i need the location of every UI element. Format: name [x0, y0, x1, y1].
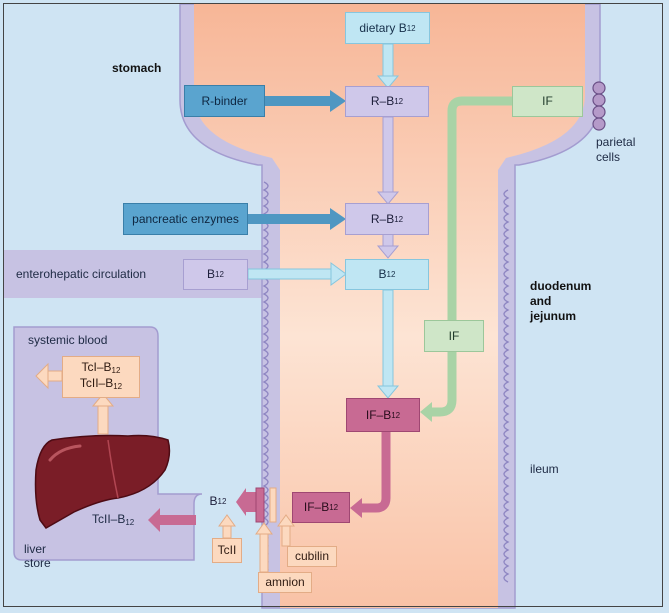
- arrow-b12-enterohepatic: [247, 262, 347, 286]
- cubilin-box: cubilin: [287, 546, 337, 567]
- tcii-text: TcII: [217, 543, 237, 557]
- arrow-if-head: [420, 402, 432, 422]
- dietary-b12-sub: 12: [406, 23, 416, 33]
- arrow-to-systemic: [35, 362, 63, 390]
- tc-complex-box: TcI–B12 TcII–B12: [62, 356, 140, 398]
- duodenum-label: duodenum: [530, 279, 592, 293]
- store-label: store: [24, 556, 51, 570]
- and-label: and: [530, 294, 552, 308]
- tcii-b12-out-label: TcII–B12: [92, 512, 134, 527]
- b12-center-text: B: [378, 267, 387, 281]
- systemic-blood-label: systemic blood: [28, 333, 108, 347]
- if-top-box: IF: [512, 86, 583, 117]
- tci-b12-sub: 12: [111, 366, 121, 375]
- arrow-pancreatic-to-rb12: [248, 208, 346, 230]
- tcii-box: TcII: [212, 538, 242, 563]
- if-b12-text: IF–B: [365, 407, 392, 422]
- if-mid-box: IF: [424, 320, 484, 352]
- arrow-ifb12-to-cell-head: [350, 498, 362, 518]
- b12-cell-sub: 12: [217, 496, 227, 506]
- dietary-b12-text: dietary B: [359, 20, 407, 35]
- villi-left: [262, 181, 269, 583]
- arrow-cubilin-up: [277, 514, 295, 547]
- if-top-text: IF: [542, 94, 553, 108]
- if-b12-wall-text: IF–B: [303, 500, 330, 514]
- tci-b12-text: TcI–B: [81, 360, 112, 374]
- receptor-bar-1: [255, 487, 265, 523]
- b12-center-sub: 12: [386, 270, 396, 279]
- amnion-box: amnion: [258, 572, 312, 593]
- r-b12-2-sub: 12: [394, 214, 404, 224]
- r-b12-1-sub: 12: [394, 97, 404, 106]
- arrow-rbinder-to-rb12: [265, 90, 346, 112]
- b12-left-sub: 12: [215, 270, 224, 279]
- arrow-to-liver: [148, 508, 196, 532]
- parietal-label-2: cells: [596, 150, 621, 164]
- tcii-b12-text: TcII–B: [79, 376, 114, 390]
- b12-cell-text: B: [209, 493, 218, 508]
- tcii-b12-line: TcII–B12: [80, 377, 122, 393]
- r-b12-1-text: R–B: [370, 94, 395, 108]
- liver-label: liver: [24, 542, 47, 556]
- r-binder-text: R-binder: [201, 93, 248, 108]
- arrow-if-path: [430, 96, 512, 417]
- arrow-rb12-down: [376, 116, 400, 205]
- arrow-up-from-liver: [91, 393, 115, 435]
- parietal-label-1: parietal: [596, 135, 636, 149]
- if-mid-text: IF: [448, 328, 460, 343]
- tcii-b12-sub: 12: [113, 382, 123, 391]
- arrow-tcii-up: [218, 514, 236, 539]
- villi-right: [503, 189, 510, 583]
- if-b12-sub: 12: [391, 410, 401, 420]
- arrow-ifb12-to-cell: [360, 432, 391, 513]
- arrow-dietary-to-rb12: [376, 43, 400, 89]
- pancreatic-enzymes-box: pancreatic enzymes: [123, 203, 248, 235]
- if-b12-wall-sub: 12: [329, 503, 339, 512]
- jejunum-label: jejunum: [530, 309, 577, 323]
- r-b12-2-text: R–B: [370, 211, 395, 226]
- enterohepatic-label: enterohepatic circulation: [16, 267, 147, 281]
- tcii-b12-out-sub: 12: [125, 518, 135, 527]
- tci-b12-line: TcI–B12: [82, 361, 121, 377]
- liver-lobe-line: [107, 439, 119, 499]
- r-binder-box: R-binder: [184, 85, 265, 117]
- arrow-b12-to-ifb12: [376, 289, 400, 399]
- arrow-cell-to-b12: [236, 488, 258, 516]
- tcii-b12-out-text: TcII–B: [92, 512, 126, 526]
- ileum-label: ileum: [530, 462, 559, 476]
- receptor-bar-2: [269, 487, 277, 523]
- cubilin-text: cubilin: [294, 549, 330, 563]
- amnion-text: amnion: [265, 575, 305, 589]
- b12-left-text: B: [207, 267, 216, 281]
- stomach-label: stomach: [112, 61, 162, 75]
- liver-highlight: [48, 444, 82, 462]
- pancreatic-text: pancreatic enzymes: [132, 211, 239, 226]
- parietal-cells: [592, 81, 606, 131]
